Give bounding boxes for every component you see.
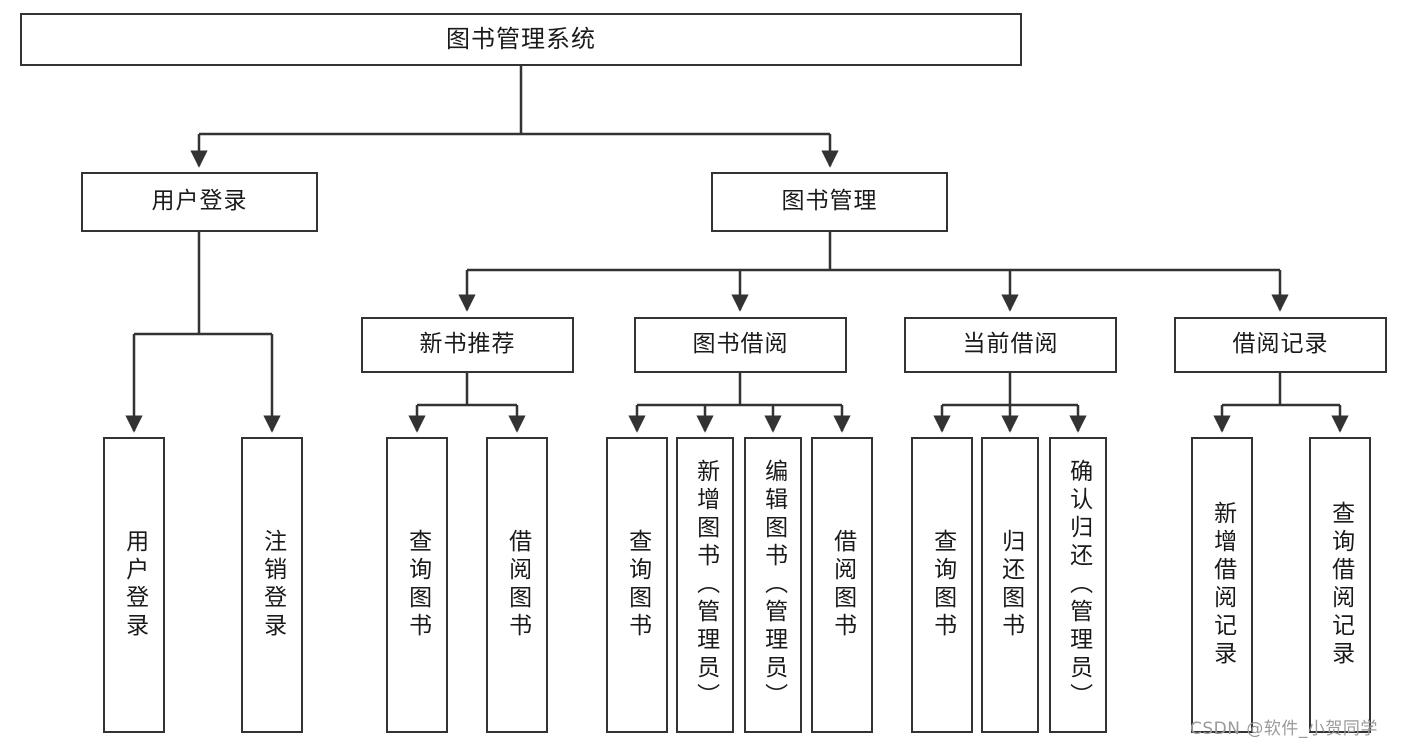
leaf-borrow-book-recommend[interactable]: 借阅图书 [486, 437, 548, 733]
node-new-book-recommend[interactable]: 新书推荐 [361, 317, 574, 373]
leaf-query-borrow-record[interactable]: 查询借阅记录 [1309, 437, 1371, 733]
leaf-edit-book-admin[interactable]: 编辑图书（管理员） [744, 437, 802, 733]
leaf-query-book-borrow[interactable]: 查询图书 [606, 437, 668, 733]
node-user-login[interactable]: 用户登录 [81, 172, 318, 232]
node-current-borrow[interactable]: 当前借阅 [904, 317, 1117, 373]
leaf-confirm-return-admin[interactable]: 确认归还（管理员） [1049, 437, 1107, 733]
node-book-borrow[interactable]: 图书借阅 [634, 317, 847, 373]
leaf-borrow-book[interactable]: 借阅图书 [811, 437, 873, 733]
node-root-system[interactable]: 图书管理系统 [20, 13, 1022, 66]
watermark-credit: CSDN @软件_小贺同学 [1190, 719, 1378, 739]
leaf-add-borrow-record[interactable]: 新增借阅记录 [1191, 437, 1253, 733]
node-book-management[interactable]: 图书管理 [711, 172, 948, 232]
leaf-user-login[interactable]: 用户登录 [103, 437, 165, 733]
leaf-return-book[interactable]: 归还图书 [981, 437, 1039, 733]
leaf-query-book-current[interactable]: 查询图书 [911, 437, 973, 733]
leaf-user-logout[interactable]: 注销登录 [241, 437, 303, 733]
node-borrow-record[interactable]: 借阅记录 [1174, 317, 1387, 373]
leaf-add-book-admin[interactable]: 新增图书（管理员） [676, 437, 734, 733]
leaf-query-book-recommend[interactable]: 查询图书 [386, 437, 448, 733]
